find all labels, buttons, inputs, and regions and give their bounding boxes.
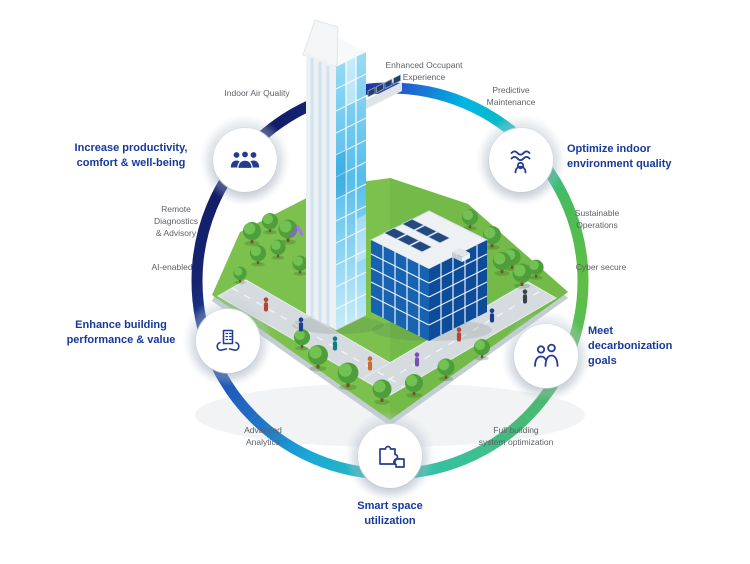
hands-building-icon [216,329,240,351]
tower-solar-panels [366,74,402,109]
node-label-decarbonization: Meet decarbonization goals [588,325,673,367]
node-label-indoor-environment: Optimize indoor environment quality [567,143,672,170]
team-icon [230,150,260,170]
ring-label-sustainable-operations: Sustainable Operations [574,208,620,230]
node-indoor-environment [475,114,567,206]
node-label-smart-space: Smart space utilization [357,500,423,527]
node-label-building-performance: Enhance building performance & value [66,319,176,346]
roof-solar-panels [383,218,451,253]
ring-label-remote-diagnostics: Remote Diagnostics & Advisory [154,204,198,238]
ring-label-advanced-analytics: Advanced Analytics [244,425,282,447]
node-indoor-environment-circle [489,128,553,192]
air-quality-icon [510,150,531,174]
ring-label-indoor-air-quality: Indoor Air Quality [224,88,290,99]
office-building [369,210,492,341]
ring-label-ai-enabled: AI-enabled [151,262,193,273]
playground-slide [290,226,299,238]
node-building-performance [182,295,274,387]
ring-label-full-building-optimization: Full building system optimization [478,425,554,447]
glass-tower [292,19,402,334]
node-productivity-circle [213,128,277,192]
node-decarbonization-circle [514,324,578,388]
node-label-productivity: Increase productivity, comfort & well-be… [74,142,188,169]
ring-label-predictive-maintenance: Predictive Maintenance [486,85,536,107]
node-decarbonization [500,310,592,402]
two-people-icon [534,343,559,367]
node-productivity [199,114,291,206]
node-smart-space [344,410,436,502]
puzzle-icon [379,445,405,468]
ring-label-occupant-experience: Enhanced Occupant Experience [385,60,463,82]
node-building-performance-circle [196,309,260,373]
park-trees-back [233,209,544,289]
ring-label-cyber-secure: Cyber secure [575,262,627,273]
node-smart-space-circle [358,424,422,488]
